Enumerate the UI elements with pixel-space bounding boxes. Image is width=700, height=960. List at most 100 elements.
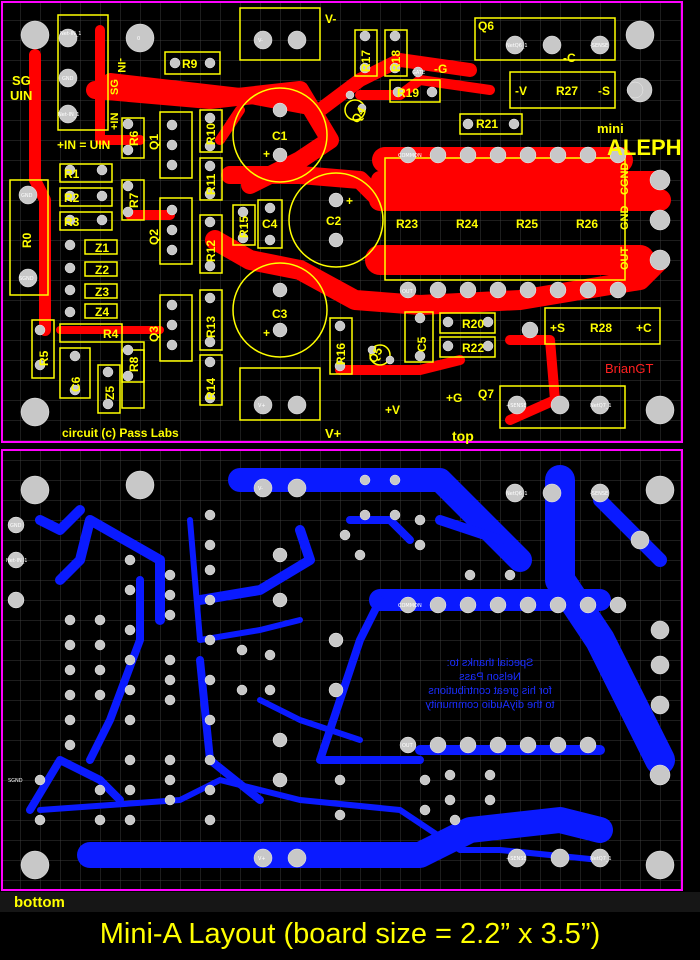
thanks-line-3: for his great contributions [428,685,552,697]
thanks-line-2: Nelson Pass [459,671,521,683]
ref-r3: R3 [64,215,80,229]
title-mini: mini [597,121,624,136]
pad-vplus-bottom: V+ [258,856,266,862]
ref-r21: R21 [476,117,498,131]
ref-z4: Z4 [95,305,109,319]
pad-out-top: OUT [402,289,414,295]
label-minus-c: -C [563,51,576,65]
top-silkscreen-text: SG UIN +IN = UIN V- V+ +V +G -G -C -V -S… [10,12,682,444]
bottom-silkscreen-text: Special thanks to: Nelson Pass for his g… [6,486,612,862]
ref-q1: Q1 [147,134,161,150]
ref-r20: R20 [462,317,484,331]
author-label: BrianGT [605,361,653,376]
ref-plus-c1: + [263,147,270,161]
ref-r1: R1 [64,167,80,181]
ref-r15: R15 [237,216,251,238]
pad-net-in-top: Net-IN_1 [60,31,81,37]
pad-out-bottom: OUT [402,743,414,749]
pad-sense-neg-top: -SENSE [590,43,608,49]
label-minus-g: -G [434,62,447,76]
ref-q6: Q6 [478,19,494,33]
bottom-pads [7,470,675,880]
ref-c5: C5 [415,336,429,352]
label-plus-s: +S [550,321,565,335]
board-tabs [0,892,700,912]
ref-r10: R10 [204,123,218,145]
thanks-line-1: Special thanks to: [447,657,534,669]
label-uin: UIN [10,88,32,103]
label-plus-g: +G [446,391,462,405]
label-minus-s: -S [598,84,610,98]
ref-c2: C2 [326,214,342,228]
pad-sgnd-top: SGND [19,276,34,282]
ref-r16: R16 [334,343,348,365]
pad-gnd-top-1: GND [62,76,74,82]
pad-sense-pos-bottom: +SENSE [506,856,527,862]
copyright-label: circuit (c) Pass Labs [62,426,179,440]
label-sg-side: SG [109,79,121,95]
ref-r25: R25 [516,217,538,231]
ref-r7: R7 [127,192,141,208]
ref-z2: Z2 [95,263,109,277]
ref-r23: R23 [396,217,418,231]
label-in-plus-side: +IN [109,113,121,130]
ref-r12: R12 [204,240,218,262]
pad-zero-top: 0 [137,36,140,42]
pad-sense-pos-top: +SENSE [506,403,527,409]
page-caption: Mini-A Layout (board size = 2.2” x 3.5”) [99,918,601,950]
label-minus-v: -V [515,84,527,98]
ref-r27: R27 [556,84,578,98]
label-in-minus: -IN [115,58,127,73]
label-sg: SG [12,73,31,88]
ref-r5: R5 [37,350,51,366]
pad-vplus-top: V+ [258,403,266,409]
ref-c1: C1 [272,129,288,143]
bottom-board-outline [1,449,683,891]
ref-r18: R18 [389,50,403,72]
title-aleph: ALEPH [607,135,682,160]
ref-q2: Q2 [147,229,161,245]
label-plus-c: +C [636,321,652,335]
pad-net-in-top-2: Net-IN_1 [58,112,79,118]
ref-r4: R4 [103,327,119,341]
ref-r14: R14 [204,378,218,400]
ref-r6: R6 [127,130,141,146]
pad-net-in-bottom: Net-IN_1 [6,558,27,564]
ref-z1: Z1 [95,241,109,255]
label-plus-v: +V [385,403,400,417]
label-v-plus: V+ [325,426,342,441]
label-out: OUT [619,247,631,271]
ref-c6: C6 [69,376,83,392]
bottom-side-label: bottom [14,894,65,911]
pad-common-top: COMMON [398,153,422,159]
ref-r2: R2 [64,191,80,205]
ref-r26: R26 [576,217,598,231]
ref-r28: R28 [590,321,612,335]
ref-r0: R0 [20,232,34,248]
ref-r22: R22 [462,341,484,355]
label-v-minus: V- [325,12,336,26]
pad-sense-neg-bottom: -SENSE [590,491,608,497]
pad-netq7-bottom: NetQ7_1 [590,856,612,862]
ref-r9: R9 [182,57,198,71]
pad-gate-top: GATE [412,70,425,76]
pad-netq6-top: NetQ6_1 [506,43,528,49]
pad-vminus-bottom: V- [258,486,263,492]
pad-vminus-top: V- [258,38,263,44]
top-side-label: top [452,428,474,444]
label-gnd: GND [619,206,631,231]
ref-r11: R11 [204,173,218,195]
pad-common-bottom: COMMON [398,603,422,609]
ref-q7: Q7 [478,387,494,401]
label-in-eq: +IN = UIN [57,138,110,152]
ref-q3: Q3 [147,326,161,342]
label-cgnd: CGND [619,163,631,195]
thanks-line-4: to the diyAudio community [425,699,555,711]
top-pads [18,20,675,427]
ref-r24: R24 [456,217,478,231]
ref-r17: R17 [359,50,373,72]
ref-r8: R8 [127,356,141,372]
top-silkscreen-outlines [9,7,661,429]
ref-z5: Z5 [103,386,117,400]
